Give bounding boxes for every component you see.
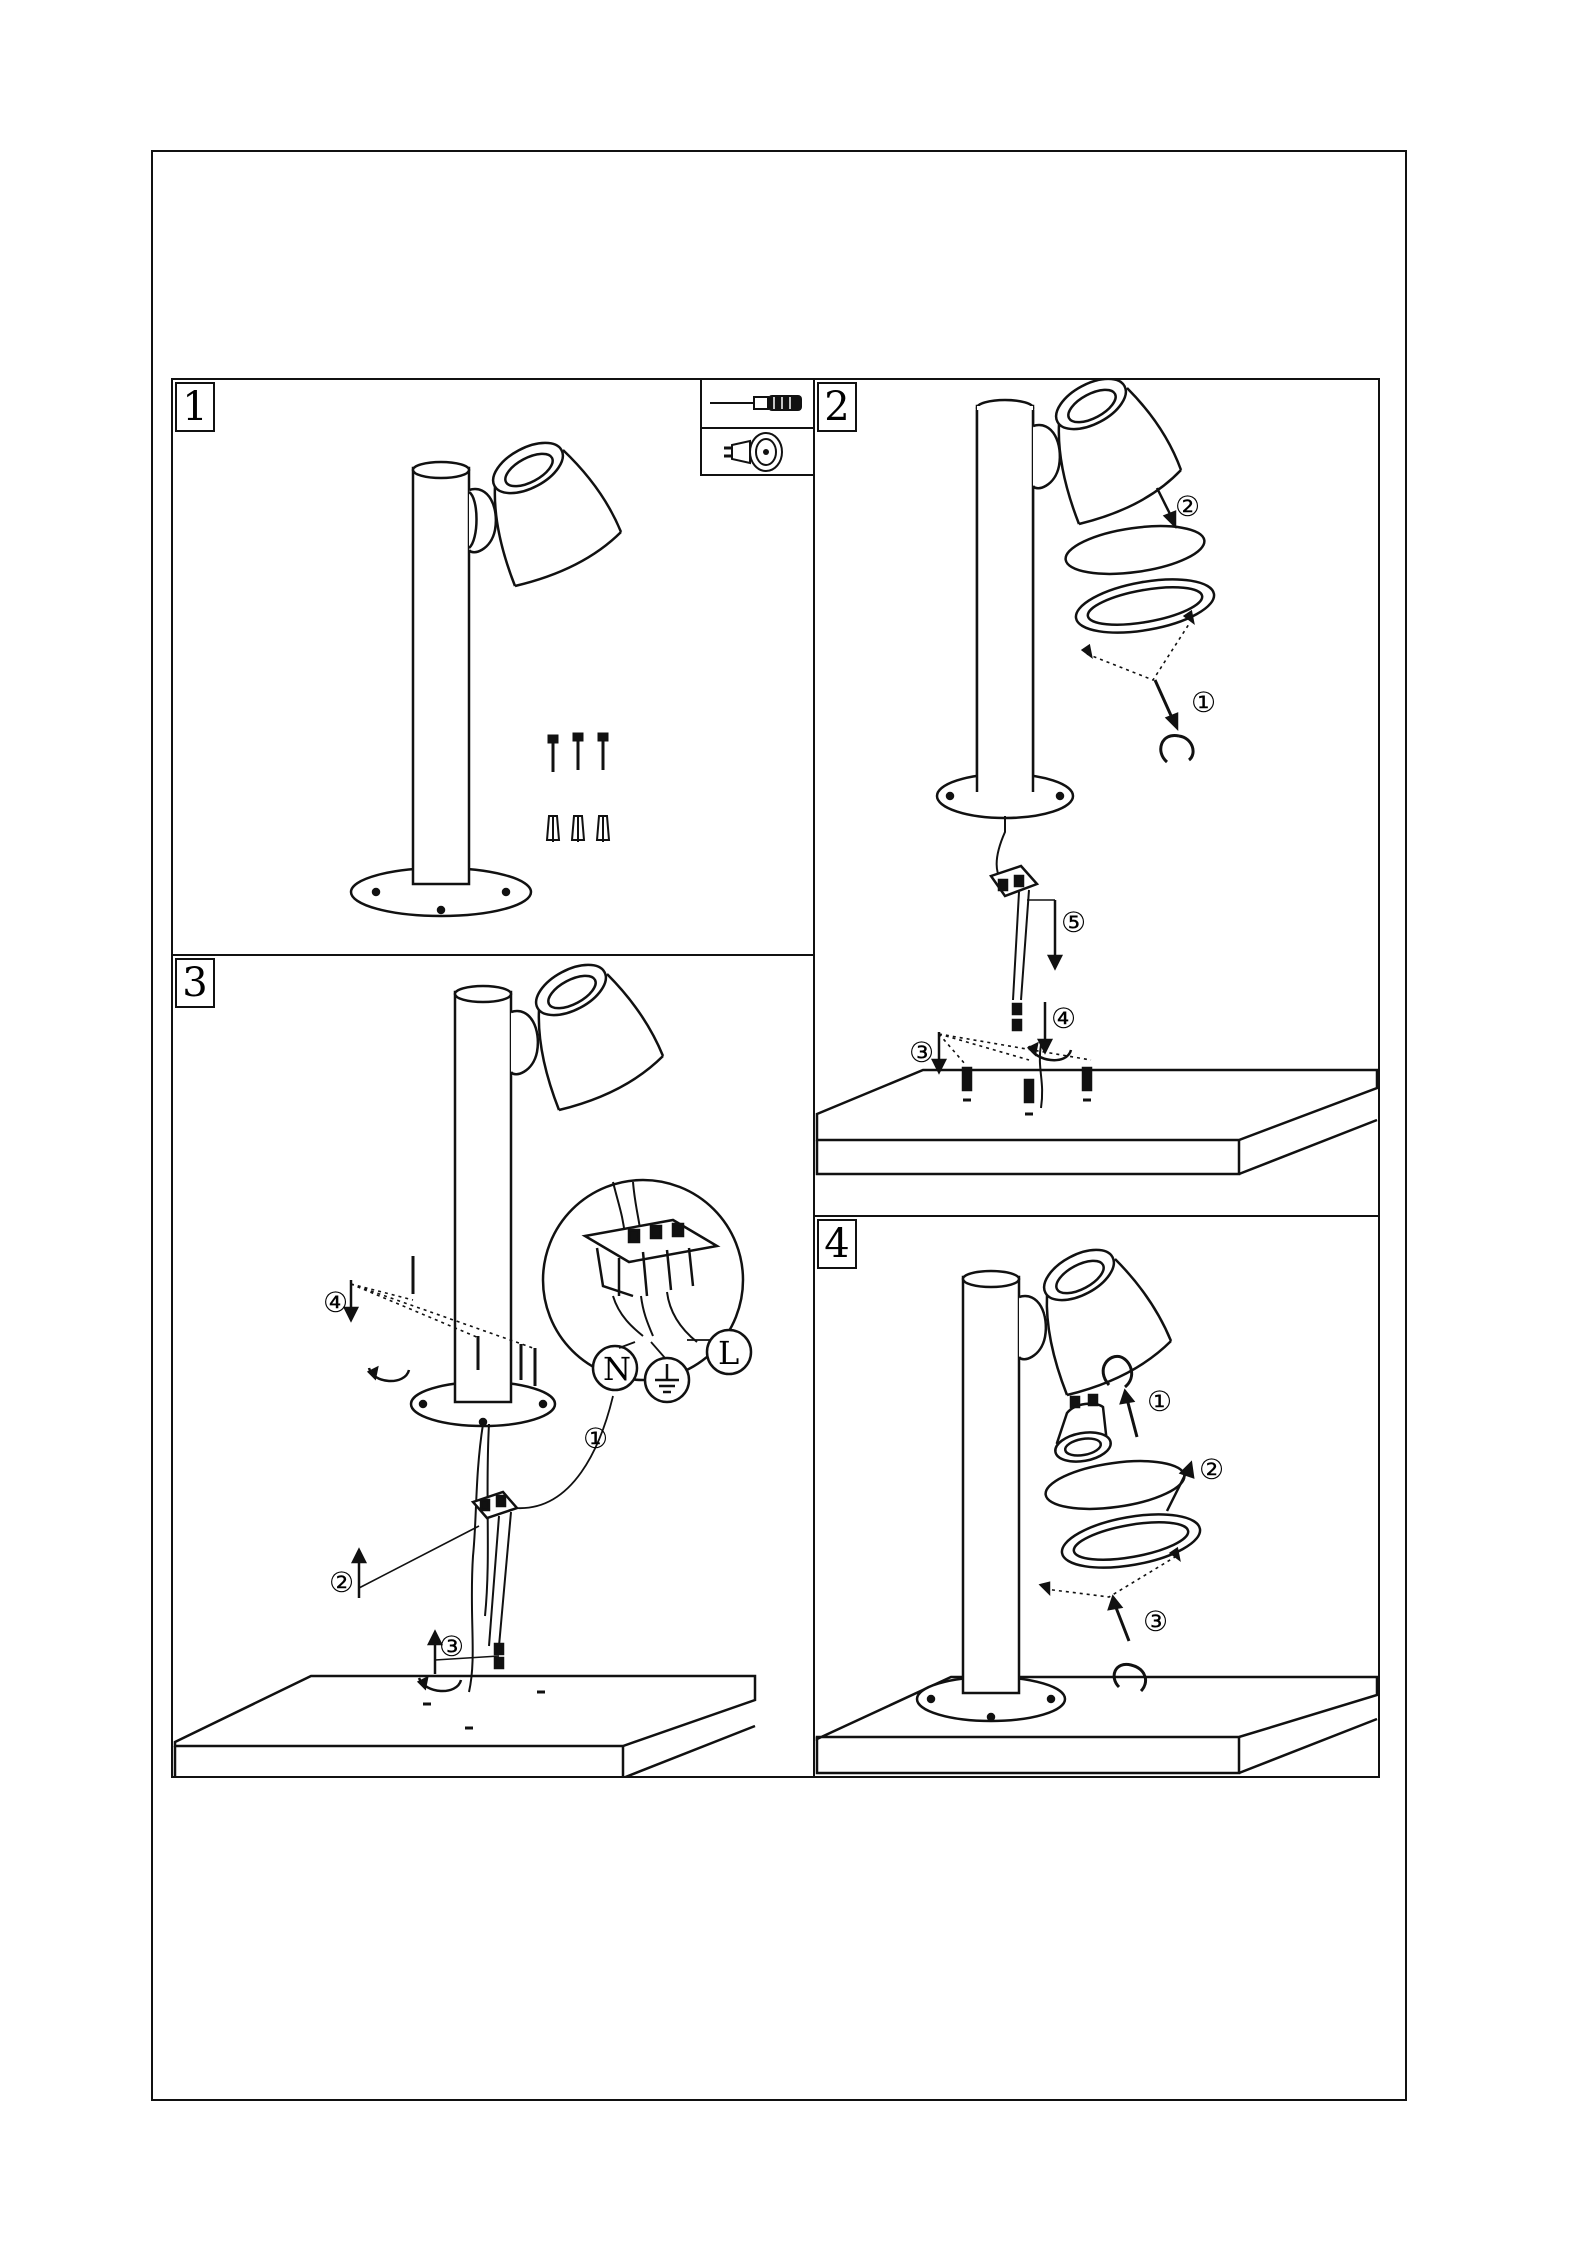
step-2-panel: 2 (813, 378, 1380, 1217)
step-2-illustration: ② ① ⑤ ④ ③ (815, 380, 1380, 1217)
gu10-bulb-icon (702, 429, 813, 476)
step-1-number: 1 (175, 382, 215, 432)
step-3-callout-1: ① (583, 1422, 608, 1455)
step-2-callout-2: ② (1175, 490, 1200, 523)
step-2-callout-4: ④ (1051, 1002, 1076, 1035)
tools-row-bulb (702, 429, 813, 476)
screwdriver-icon (702, 380, 813, 427)
step-3-number: 3 (175, 958, 215, 1008)
step-2-number: 2 (817, 382, 857, 432)
step-4-panel: 4 (813, 1215, 1380, 1778)
step-3-callout-3: ③ (439, 1630, 464, 1663)
step-2-callout-5: ⑤ (1061, 906, 1086, 939)
tools-row-screwdriver (702, 380, 813, 429)
step-2-callout-1: ① (1191, 686, 1216, 719)
required-tools-box (700, 378, 815, 476)
step-3-callout-2: ② (329, 1566, 354, 1599)
step-3-callout-4: ④ (323, 1286, 348, 1319)
step-3-panel: 3 (171, 954, 815, 1778)
step-4-callout-2: ② (1199, 1453, 1224, 1486)
step-4-illustration: ① ② ③ (815, 1217, 1380, 1778)
step-4-callout-3: ③ (1143, 1605, 1168, 1638)
wire-label-neutral: N (603, 1350, 631, 1388)
wire-label-live: L (718, 1334, 739, 1372)
step-2-callout-3: ③ (909, 1036, 934, 1069)
step-3-illustration: N L ① ② ③ ④ (173, 956, 815, 1778)
step-4-number: 4 (817, 1219, 857, 1269)
step-4-callout-1: ① (1147, 1385, 1172, 1418)
